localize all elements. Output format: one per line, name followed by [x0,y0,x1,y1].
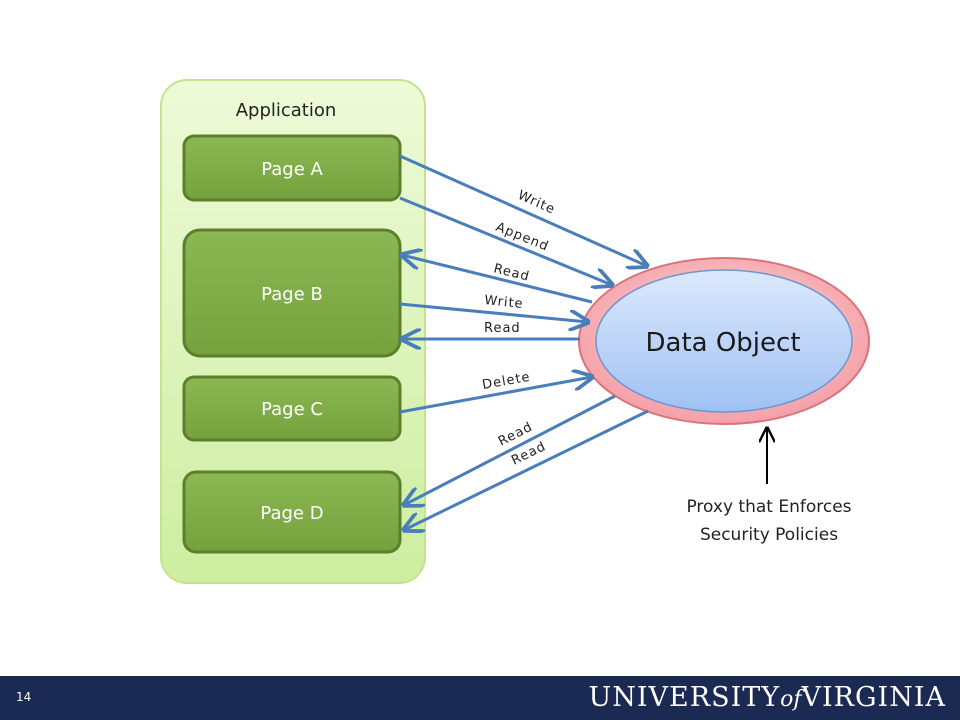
edge-label-write-b: Write [484,293,525,312]
footer-bar: 14 UNIVERSITYofVIRGINIA [0,676,960,720]
proxy-caption-line-1: Proxy that Enforces [686,497,851,517]
university-logo: UNIVERSITYofVIRGINIA [588,682,946,713]
edge-label-write-a: Write [515,188,557,218]
arrow-read-b [402,255,593,304]
edge-label-read-d2: Read [509,439,549,469]
edge-label-read-b2: Read [484,321,521,336]
page-c-label: Page C [261,399,323,420]
arrow-append-a [399,196,612,285]
page-d-box [182,470,402,554]
proxy-caption-line-2: Security Policies [700,525,838,545]
data-object-label: Data Object [645,328,800,358]
page-d-label: Page D [260,503,323,524]
arrow-write-b [399,302,588,322]
page-a-label: Page A [261,159,323,180]
arrow-delete-c [399,377,592,414]
page-a-box [182,134,402,202]
page-b-label: Page B [261,284,323,305]
page-b-box [182,228,402,358]
arrow-read-d1 [404,394,616,505]
slide-number: 14 [16,690,32,704]
page-c-box [182,375,402,442]
arrow-write-a [399,154,647,266]
application-label: Application [236,100,337,121]
arrow-read-d2 [404,409,649,530]
data-object [595,269,853,413]
